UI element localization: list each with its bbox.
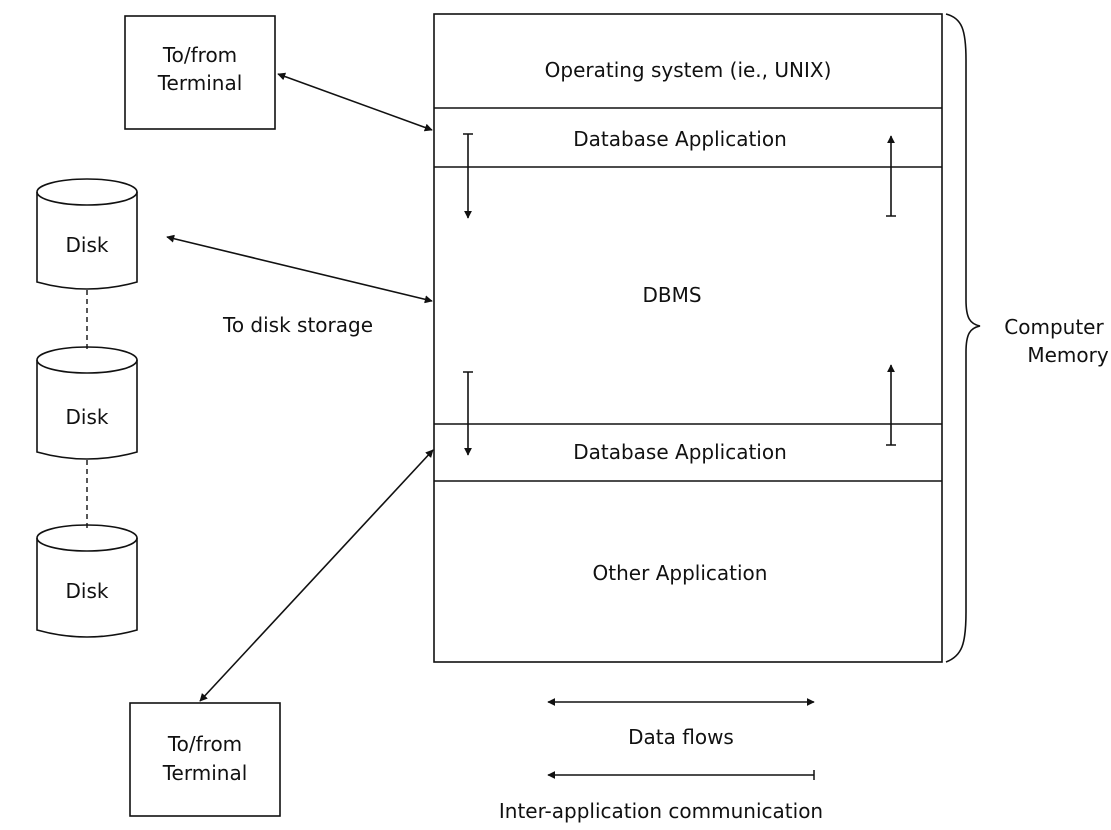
disk-2 [36, 346, 138, 460]
disk-1 [36, 178, 138, 290]
memory-outline [433, 13, 943, 663]
terminal-bottom-line1: To/from [167, 732, 242, 756]
disk-3-label: Disk [66, 579, 109, 603]
disk-storage-label: To disk storage [222, 313, 373, 337]
terminal-top-box [124, 15, 276, 130]
legend-data-flows-label: Data flows [628, 725, 734, 749]
terminal-top-line1: To/from [162, 43, 237, 67]
disk-storage-flow-arrow [166, 234, 433, 304]
terminal-bottom-line2: Terminal [162, 761, 248, 785]
brace-label-line1: Computer [1004, 315, 1104, 339]
memory-stack [433, 13, 943, 663]
disk-3 [36, 524, 138, 638]
disk-2-label: Disk [66, 405, 109, 429]
db-application-bottom-label: Database Application [573, 440, 787, 464]
terminal-bottom-box [129, 702, 281, 817]
os-section-label: Operating system (ie., UNIX) [545, 58, 832, 82]
legend-inter-app-label: Inter-application communication [499, 799, 823, 823]
memory-brace [945, 13, 981, 663]
disk-1-label: Disk [66, 233, 109, 257]
legend [547, 698, 815, 780]
dbms-label: DBMS [642, 283, 701, 307]
terminal-top-line2: Terminal [157, 71, 243, 95]
other-application-label: Other Application [593, 561, 768, 585]
terminal-top-flow-arrow [277, 72, 433, 132]
terminal-bottom-flow-arrow [199, 449, 434, 702]
db-application-top-label: Database Application [573, 127, 787, 151]
brace-label-line2: Memory [1027, 343, 1109, 367]
